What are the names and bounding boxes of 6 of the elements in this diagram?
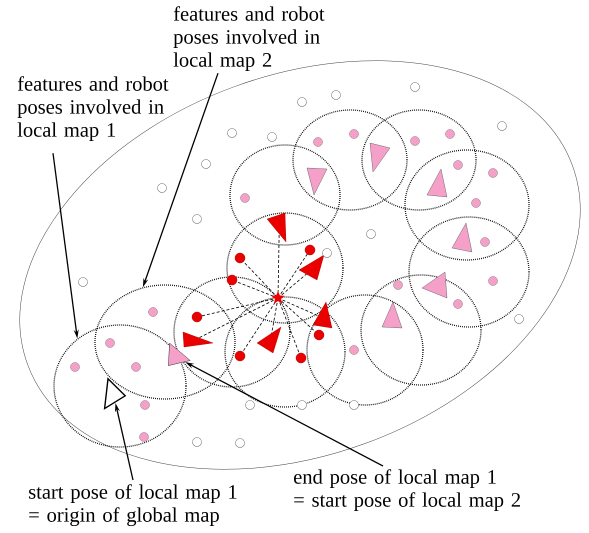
callout-text: start pose of local map 1 = origin of global map: [29, 484, 236, 526]
local-map-circle: [94, 284, 236, 400]
local-map-circle: [53, 324, 187, 448]
callout-text: end pose of local map 1 = start pose of local map 2: [294, 469, 520, 511]
callout-text: features and robot poses involved in local map 1: [18, 76, 168, 141]
callout-text: features and robot poses involved in local map 2: [174, 6, 324, 71]
